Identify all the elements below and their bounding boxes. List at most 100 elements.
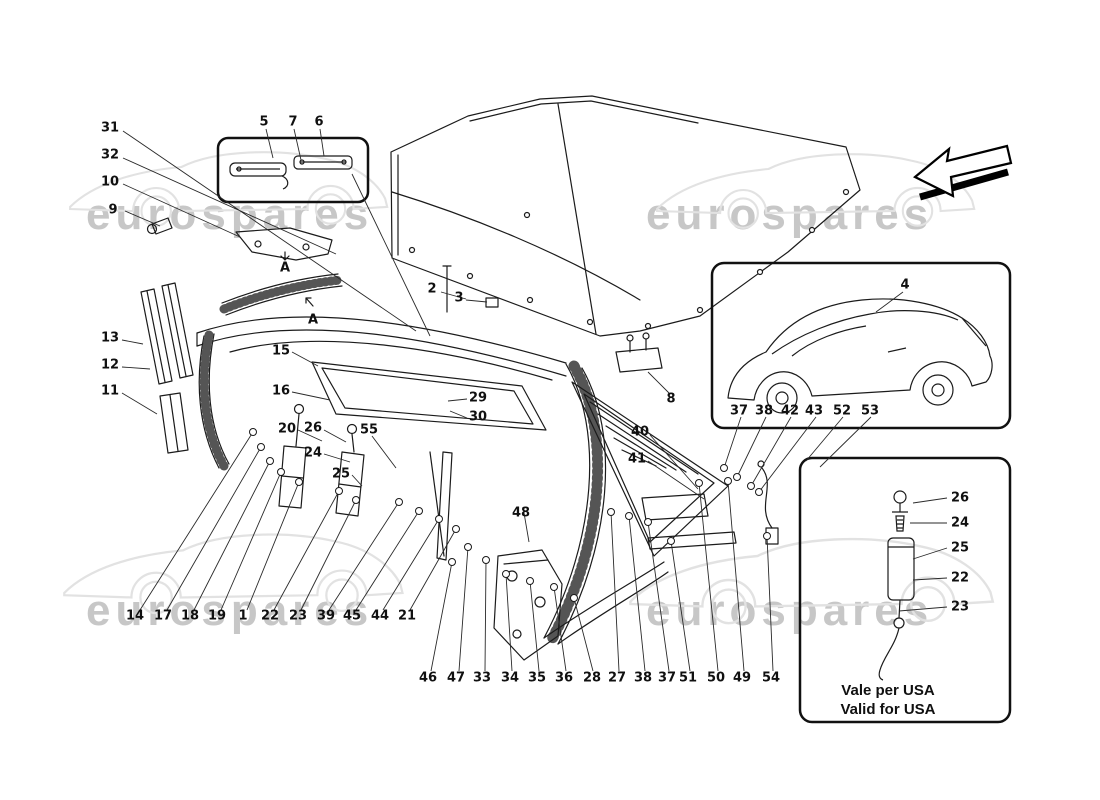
callout-21: 21 [397,608,417,624]
callout-26: 26 [950,490,970,506]
callout-14: 14 [125,608,145,624]
usa-inset-parts [878,490,915,681]
callout-28: 28 [582,670,602,686]
callout-41: 41 [627,451,647,467]
usa-caption-line2: Valid for USA [840,701,936,718]
callout-12: 12 [100,357,120,373]
arrow-shadow [919,168,1009,201]
gas-strut-left [278,445,307,509]
callout-19: 19 [207,608,227,624]
leader-lines [121,128,948,672]
watermark-text: eurospares [86,586,374,635]
hinge-bracket [615,347,663,373]
callout-29: 29 [468,390,488,406]
car-body [727,298,993,401]
callout-6: 6 [314,114,324,130]
inset-boxes [216,136,1012,724]
callout-8: 8 [666,391,676,407]
callout-48: 48 [511,505,531,521]
callout-13: 13 [100,330,120,346]
callout-17: 17 [153,608,173,624]
callout-31: 31 [100,120,120,136]
callout-38: 38 [754,403,774,419]
callout-46: 46 [418,670,438,686]
callout-24: 24 [950,515,970,531]
callout-22: 22 [260,608,280,624]
callout-39: 39 [316,608,336,624]
release-cable [761,467,773,529]
callout-38: 38 [633,670,653,686]
callout-15: 15 [271,343,291,359]
callout-42: 42 [780,403,800,419]
arrow-outline [912,144,1013,198]
direction-arrow [912,144,1013,201]
car-softtop [771,310,959,355]
callout-24: 24 [303,445,323,461]
car-inset-drawing [727,298,993,414]
callout-47: 47 [446,670,466,686]
callout-5: 5 [259,114,269,130]
callout-43: 43 [804,403,824,419]
callout-53: 53 [860,403,880,419]
cap-part [151,217,173,235]
callout-25: 25 [331,466,351,482]
callout-16: 16 [271,383,291,399]
watermark-text: eurospares [646,190,934,239]
callout-37: 37 [729,403,749,419]
left-pillar-seal [198,335,220,469]
watermark-text: eurospares [646,586,934,635]
right-bar [647,531,737,550]
seal-strip [161,282,194,379]
callout-2: 2 [427,281,437,297]
callout-1: 1 [238,608,248,624]
fastener-markers [249,428,771,602]
pivot-bracket [493,549,563,661]
header-bow [196,316,567,364]
weatherstrip-seal [221,273,339,304]
callout-49: 49 [732,670,752,686]
callout-3: 3 [454,290,464,306]
seal-strip [159,392,189,454]
callout-10: 10 [100,174,120,190]
callout-20: 20 [277,421,297,437]
callout-37: 37 [657,670,677,686]
usa-caption-line1: Vale per USA [841,682,935,699]
flat-bracket [235,227,333,261]
callout-A: A [307,312,319,328]
callout-50: 50 [706,670,726,686]
callout-44: 44 [370,608,390,624]
callout-33: 33 [472,670,492,686]
callout-27: 27 [607,670,627,686]
callout-18: 18 [180,608,200,624]
callout-55: 55 [359,422,379,438]
callout-51: 51 [678,670,698,686]
callout-35: 35 [527,670,547,686]
callout-30: 30 [468,409,488,425]
callout-A: A [279,260,291,276]
rear-arch-rail [543,363,591,639]
callout-7: 7 [288,114,298,130]
callout-36: 36 [554,670,574,686]
callout-11: 11 [100,383,120,399]
front-panel-frame [311,361,547,431]
callout-52: 52 [832,403,852,419]
callout-22: 22 [950,570,970,586]
callout-25: 25 [950,540,970,556]
right-bracket [641,493,709,521]
callout-23: 23 [950,599,970,615]
latch-inset-parts [229,155,353,190]
callout-32: 32 [100,147,120,163]
usa-inset-box [798,456,1012,724]
callout-34: 34 [500,670,520,686]
car-inset-box [710,261,1012,430]
callout-23: 23 [288,608,308,624]
callout-26: 26 [303,420,323,436]
canvas-snap-fasteners [408,188,850,330]
quarter-panel [571,381,729,557]
callout-54: 54 [761,670,781,686]
callout-4: 4 [900,277,910,293]
seal-strip [140,288,173,385]
